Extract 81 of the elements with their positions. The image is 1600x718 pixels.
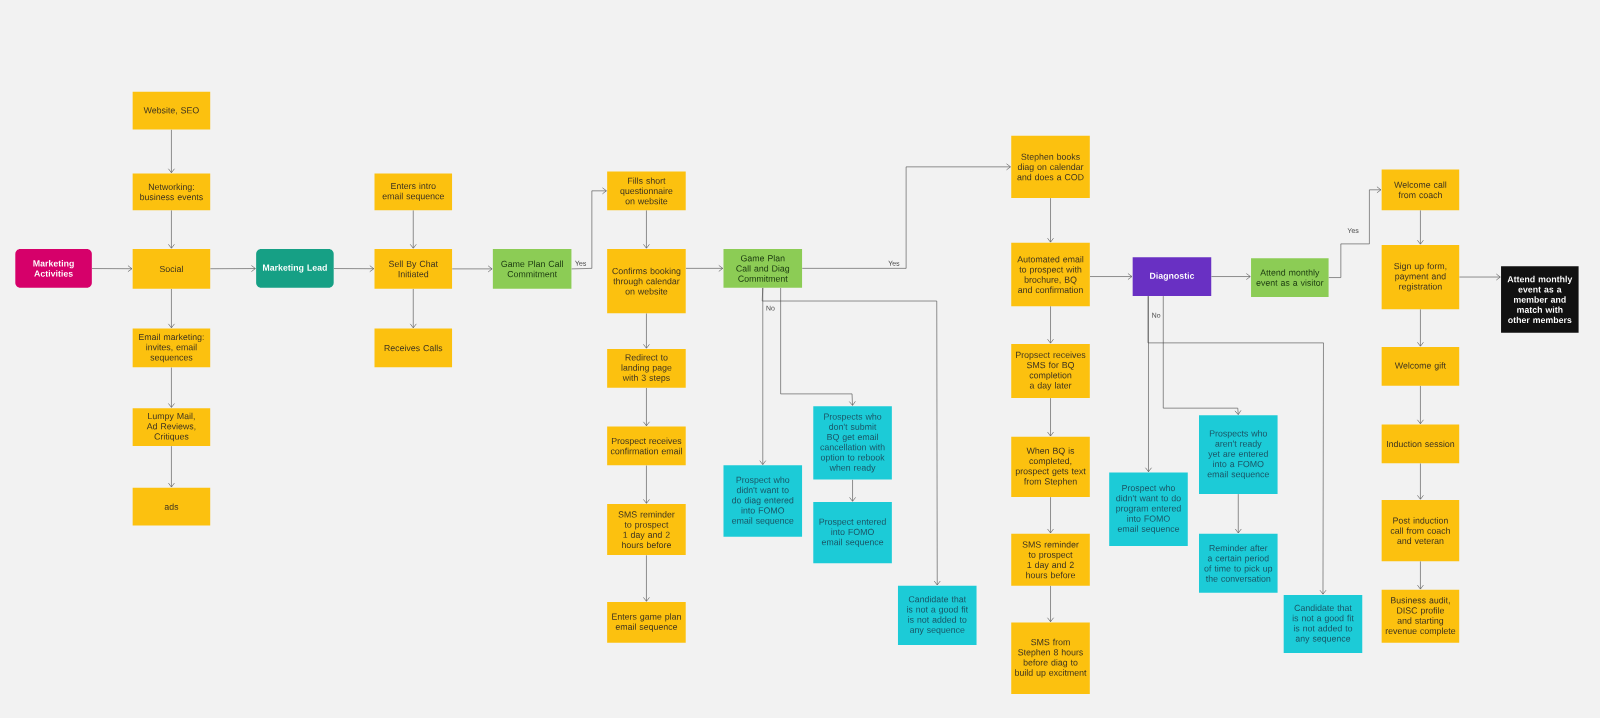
- process-box: Automated email to prospect with brochure, BQ and confirmation: [1011, 242, 1090, 307]
- process-box: Prospect receives confirmation email: [607, 426, 686, 466]
- process-box: Induction session: [1381, 424, 1460, 464]
- arrow: [1459, 273, 1501, 281]
- process-box: ads: [132, 487, 211, 526]
- arrow: [1047, 496, 1054, 534]
- outcome-box: Prospect who didn't want to do program entered into FOMO email sequence: [1109, 472, 1188, 546]
- arrow: [1047, 585, 1054, 623]
- arrow: [643, 210, 650, 249]
- arrow: [643, 387, 650, 427]
- outcome-box: Prospect who didn't want to do diag entered into FOMO email sequence: [723, 465, 803, 537]
- arrow: [1328, 186, 1382, 278]
- process-box: Redirect to landing page with 3 steps: [607, 349, 686, 388]
- arrow: [780, 287, 856, 406]
- arrow: [91, 265, 133, 272]
- process-box: SMS reminder to prospect 1 day and 2 hours before: [607, 504, 686, 556]
- arrow: [210, 265, 256, 272]
- process-box: Networking: business events: [132, 173, 211, 211]
- arrow: [333, 265, 375, 272]
- arrow: [643, 313, 650, 349]
- process-box: Lumpy Mail, Ad Reviews, Critiques: [132, 408, 211, 446]
- process-box: Enters intro email sequence: [374, 173, 453, 211]
- outcome-box: Prospects who don't submit BQ get email cancellation with option to rebook when ready: [813, 406, 892, 480]
- start-box: Marketing Activities: [15, 249, 92, 288]
- arrow: [761, 287, 941, 586]
- arrow: [571, 187, 607, 270]
- process-box: Fills short questionnaire on website: [607, 171, 686, 211]
- arrow: [1417, 210, 1424, 245]
- outcome-box: Reminder after a certain period of time to pick up the conversation: [1199, 533, 1278, 593]
- arrow: [643, 555, 650, 602]
- outcome-box: Prospect entered into FOMO email sequence: [813, 502, 892, 564]
- process-box: Welcome gift: [1381, 346, 1460, 386]
- process-box: When BQ is completed, prospect gets text from Stephen: [1011, 436, 1090, 497]
- arrow: [1417, 385, 1424, 425]
- process-box: Confirms booking through calendar on website: [607, 249, 686, 314]
- arrow: [1047, 306, 1054, 344]
- decision-box: Attend monthly event as a visitor: [1251, 258, 1329, 297]
- arrow: [451, 265, 493, 273]
- milestone-box: Diagnostic: [1132, 257, 1212, 296]
- arrow: [643, 465, 650, 504]
- arrow: [1235, 493, 1242, 534]
- arrow: [1417, 561, 1424, 590]
- arrow: [1147, 295, 1327, 595]
- process-box: Business audit, DISC profile and starting revenue complete: [1381, 589, 1460, 643]
- process-box: Sign up form, payment and registration: [1381, 244, 1460, 310]
- end-box: Attend monthly event as a member and match with other members: [1501, 266, 1579, 333]
- decision-box: Game Plan Call Commitment: [492, 249, 572, 289]
- arrow: [1211, 273, 1251, 280]
- arrow: [168, 445, 175, 488]
- process-box: Email marketing: invites, email sequences: [132, 328, 211, 368]
- arrow: [1417, 309, 1424, 347]
- arrow: [168, 210, 175, 249]
- process-box: SMS from Stephen 8 hours before diag to build up excitment: [1011, 622, 1090, 694]
- arrow: [1417, 463, 1424, 500]
- process-box: Post induction call from coach and veteran: [1381, 500, 1460, 562]
- outcome-box: Candidate that is not a good fit is not added to any sequence: [897, 585, 977, 645]
- arrow: [1163, 295, 1242, 415]
- arrow: [685, 265, 724, 272]
- arrow: [409, 288, 417, 329]
- arrow: [168, 288, 175, 329]
- outcome-box: Prospects who aren't ready yet are entered into a FOMO email sequence: [1199, 415, 1278, 494]
- process-box: SMS reminder to prospect 1 day and 2 hours before: [1011, 533, 1090, 586]
- arrow: [1089, 273, 1133, 280]
- arrow: [1047, 197, 1054, 243]
- arrow: [1047, 397, 1054, 437]
- process-box: Sell By Chat Initiated: [374, 249, 453, 289]
- process-box: Receives Calls: [374, 328, 453, 368]
- process-box: Welcome call from coach: [1381, 169, 1460, 211]
- arrow: [409, 210, 417, 249]
- arrow: [849, 479, 856, 502]
- milestone-box: Marketing Lead: [256, 249, 334, 288]
- arrow: [801, 163, 1011, 269]
- outcome-box: Candidate that is not a good fit is not added to any sequence: [1283, 594, 1363, 654]
- process-box: Propsect receives SMS for BQ completion a day later: [1011, 343, 1090, 398]
- process-box: Website, SEO: [132, 91, 211, 130]
- arrow: [168, 129, 175, 174]
- arrow: [168, 367, 175, 408]
- process-box: Social: [132, 249, 211, 289]
- process-box: Enters game plan email sequence: [607, 602, 686, 643]
- decision-box: Game Plan Call and Diag Commitment: [723, 249, 803, 288]
- process-box: Stephen books diag on calendar and does a COD: [1011, 135, 1090, 198]
